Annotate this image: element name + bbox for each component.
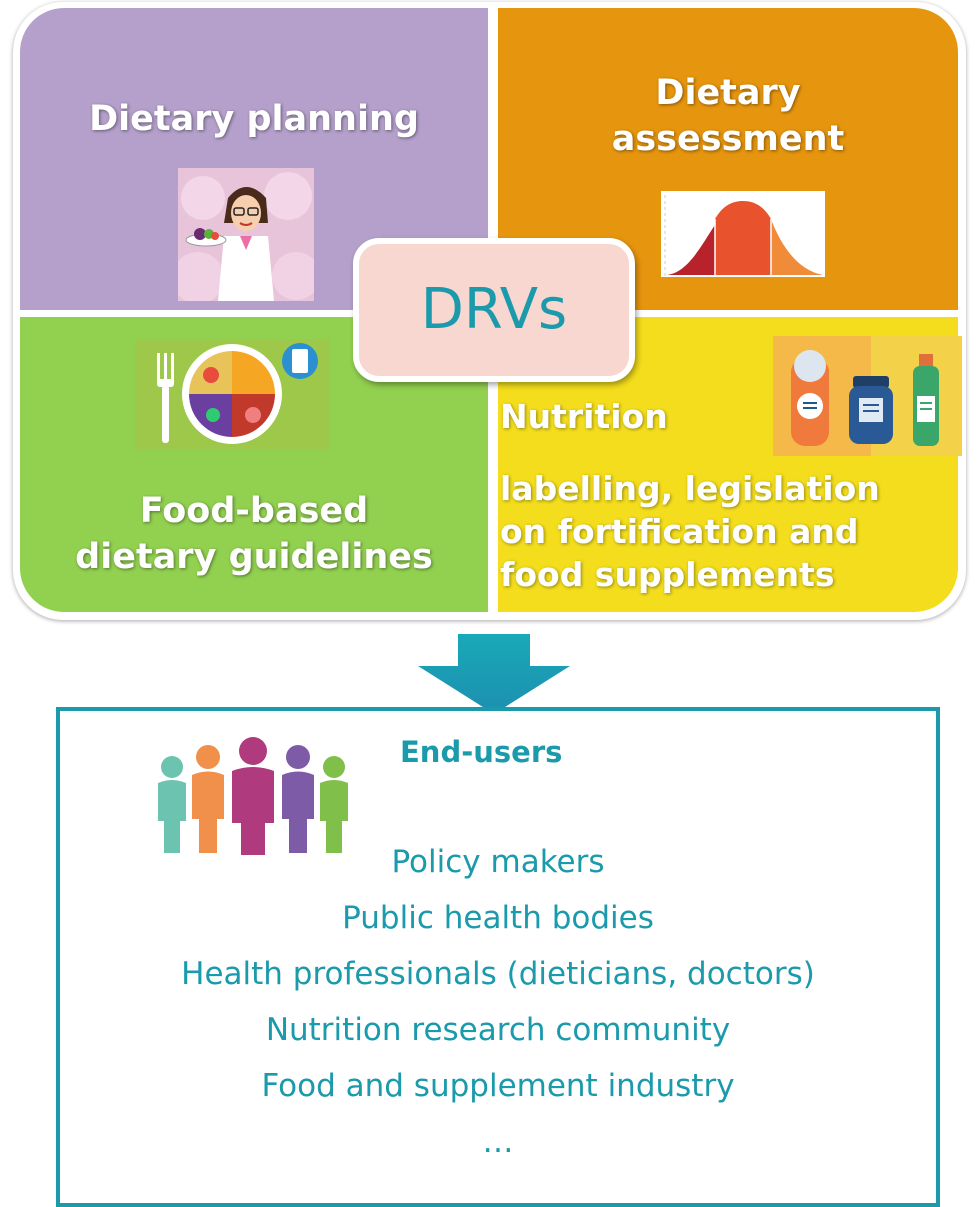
down-arrow-icon: [418, 634, 570, 714]
supplement-bottles-icon: [773, 336, 962, 456]
food-based-guidelines-title: Food-based dietary guidelines: [20, 488, 488, 580]
end-user-item: Health professionals (dieticians, doctor…: [181, 956, 815, 992]
dietary-assessment-line1: Dietary: [655, 73, 801, 113]
distribution-curve-icon: [661, 191, 825, 277]
end-user-item: Policy makers: [391, 844, 605, 880]
food-plate-icon: [135, 339, 330, 449]
people-group-icon: [158, 737, 348, 855]
nutrition-label: Nutrition: [500, 397, 668, 436]
end-user-item: Food and supplement industry: [261, 1068, 735, 1104]
fbdg-line1: Food-based: [139, 491, 369, 531]
end-user-item-ellipsis: …: [482, 1124, 514, 1160]
labelling-line4: food supplements: [500, 555, 835, 594]
labelling-line3: on fortification and: [500, 512, 859, 551]
dietary-assessment-line2: assessment: [611, 119, 845, 159]
dietary-planning-title: Dietary planning: [20, 96, 488, 142]
drvs-label: DRVs: [420, 277, 568, 342]
end-user-item: Public health bodies: [342, 900, 654, 936]
drvs-center-box: DRVs: [353, 238, 635, 382]
fbdg-line2: dietary guidelines: [75, 537, 433, 577]
end-users-title: End-users: [400, 735, 563, 769]
dietary-assessment-title: Dietary assessment: [498, 70, 958, 162]
end-user-item: Nutrition research community: [265, 1012, 731, 1048]
dietician-icon: [178, 168, 314, 301]
labelling-line2: labelling, legislation: [500, 469, 880, 508]
dietary-planning-label: Dietary planning: [89, 99, 419, 139]
labelling-legislation-text: labelling, legislation on fortification …: [500, 467, 880, 596]
